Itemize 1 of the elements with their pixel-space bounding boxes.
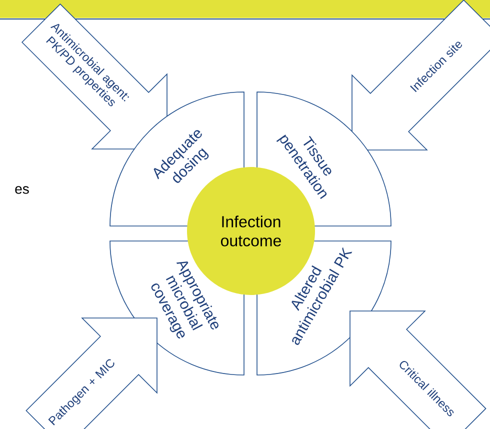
text-fragment: es — [15, 186, 29, 194]
